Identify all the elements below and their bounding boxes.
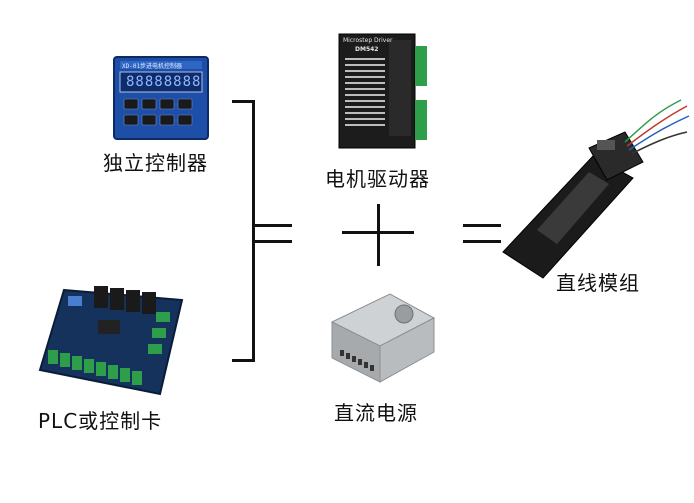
independent-controller-image: XD-01步进电机控制器 88888888 (112, 55, 210, 141)
bracket-top-line (232, 100, 254, 103)
driver-title-text: Microstep Driver (343, 37, 393, 44)
label-linear-module: 直线模组 (556, 271, 640, 295)
motor-driver-image: Microstep Driver DM542 (335, 32, 435, 150)
controller-device-icon (113, 56, 209, 140)
controller-header-text: XD-01步进电机控制器 (122, 63, 183, 70)
linear-module-image (497, 92, 693, 292)
bracket-bottom-line (232, 359, 254, 362)
bracket-vertical-line (252, 100, 255, 362)
label-plc-card: PLC或控制卡 (38, 409, 163, 433)
controller-display-text: 88888888 (126, 74, 202, 90)
equals-right-top (463, 224, 501, 227)
power-supply-icon (330, 293, 436, 383)
label-independent-controller: 独立控制器 (103, 151, 208, 175)
equals-left-top (254, 224, 292, 227)
equals-left-bottom (254, 240, 292, 243)
label-motor-driver: 电机驱动器 (325, 167, 430, 191)
motor-driver-icon (338, 33, 427, 149)
plus-vertical (377, 204, 380, 266)
plc-card-image (38, 278, 184, 396)
equals-right-bottom (463, 240, 501, 243)
linear-module-icon (502, 99, 690, 279)
driver-model-text: DM542 (355, 46, 379, 53)
dc-power-image (330, 292, 436, 384)
pcb-board-icon (38, 286, 184, 396)
label-dc-power: 直流电源 (334, 401, 418, 425)
